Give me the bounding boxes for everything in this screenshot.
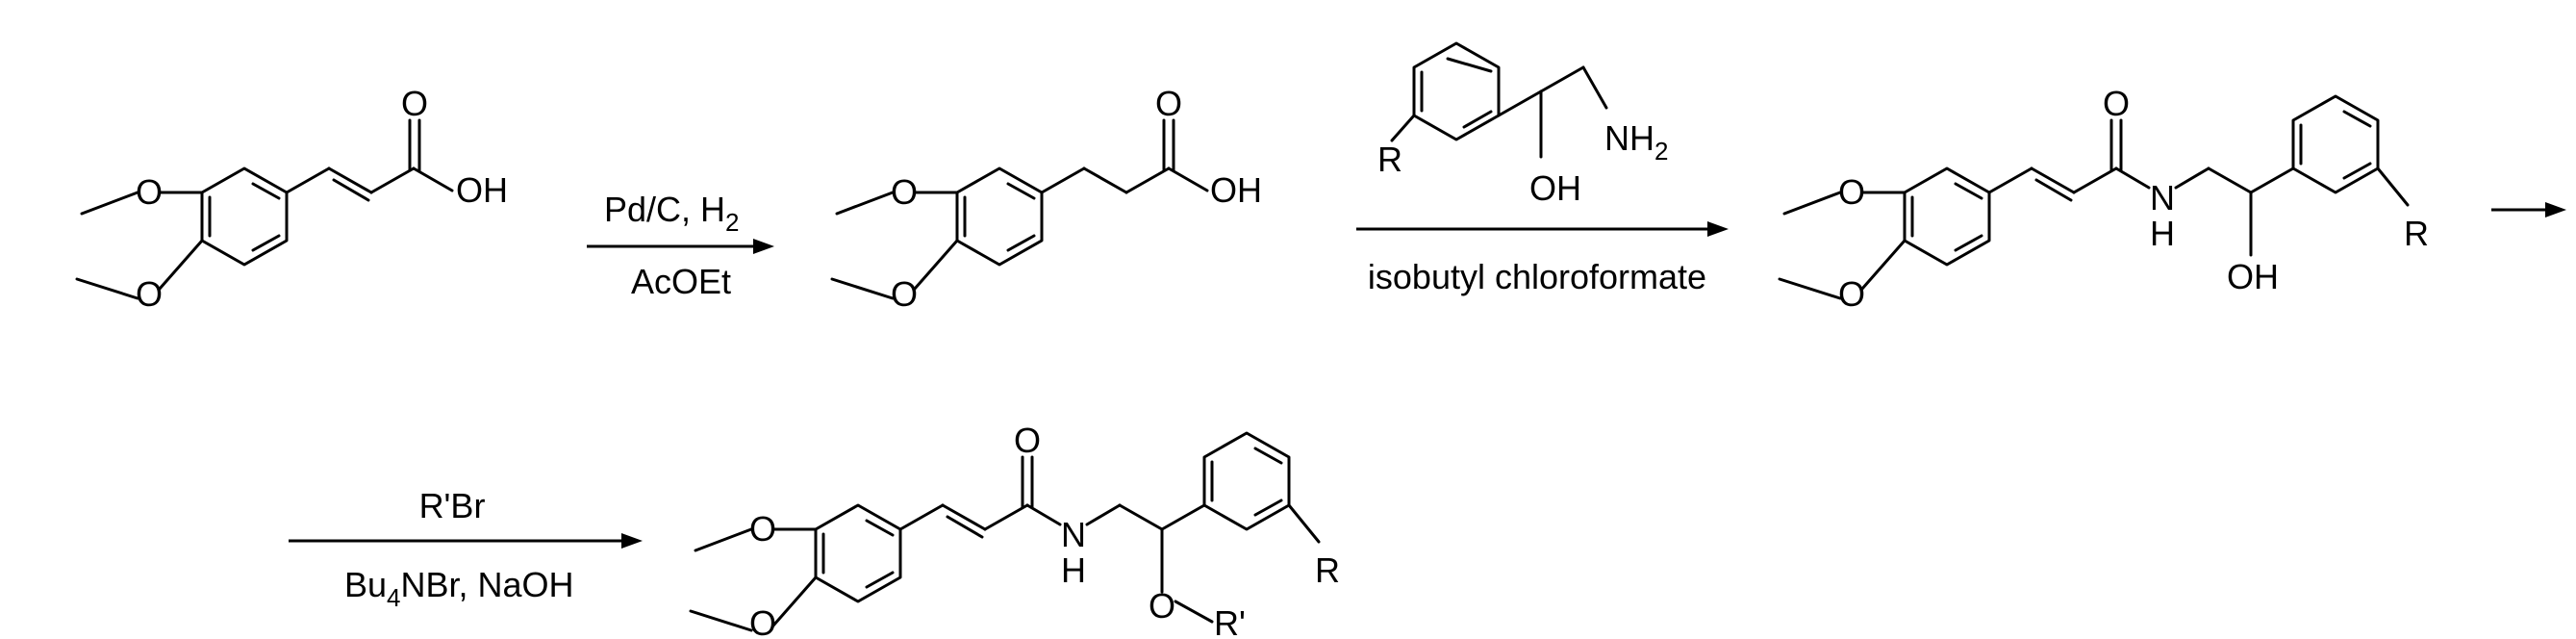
- compound4-bonds: [689, 431, 1321, 632]
- aminoethanol-hydroxyl: OH: [1529, 168, 1581, 208]
- compound3-methoxy-oxygen-3: O: [1838, 172, 1865, 212]
- reagent-pd-c-h2: Pd/C, H2: [604, 190, 740, 237]
- reagent-aminophenylethanol: R OH NH2: [1377, 41, 1668, 208]
- compound3-carbonyl-oxygen: O: [2103, 84, 2130, 123]
- aminoethanol-amine: NH2: [1604, 118, 1668, 166]
- compound1-bonds: [75, 118, 454, 300]
- compound-dimethoxyphenylpropanoic-acid: O OH O O: [830, 84, 1262, 314]
- reagent-acoet: AcOEt: [631, 262, 731, 301]
- compound4-amide-n: N: [1061, 515, 1086, 554]
- compound3-amide-n: N: [2150, 178, 2175, 217]
- compound4-r-substituent: R: [1315, 550, 1340, 590]
- compound1-hydroxyl: OH: [456, 170, 508, 210]
- compound3-bonds: [1778, 94, 2410, 300]
- compound1-carbonyl-oxygen: O: [401, 84, 428, 123]
- compound2-methoxy-oxygen-4: O: [891, 274, 918, 314]
- compound1-methoxy-oxygen-4: O: [136, 274, 163, 314]
- compound2-carbonyl-oxygen: O: [1155, 84, 1182, 123]
- reagent-r-prime-br: R'Br: [419, 486, 486, 525]
- compound2-methoxy-oxygen-3: O: [891, 172, 918, 212]
- compound-o-alkylated-product: O N H O R' R O O: [689, 421, 1340, 639]
- compound2-bonds: [830, 118, 1209, 300]
- reaction-arrow-2: [1356, 221, 1729, 237]
- compound-cinnamamide-intermediate: O N H OH R O O: [1778, 84, 2429, 314]
- compound3-amide-h: H: [2150, 214, 2175, 253]
- reaction-arrow-4: [289, 533, 643, 549]
- compound4-carbonyl-oxygen: O: [1014, 421, 1041, 460]
- compound3-hydroxyl: OH: [2227, 257, 2279, 296]
- compound4-r-prime-substituent: R': [1214, 603, 1246, 639]
- compound1-methoxy-oxygen-3: O: [136, 172, 163, 212]
- compound2-hydroxyl: OH: [1210, 170, 1262, 210]
- reagent-bu4nbr-naoh: Bu4NBr, NaOH: [344, 565, 574, 612]
- compound4-methoxy-oxygen-4: O: [749, 603, 776, 639]
- reaction-arrow-1: [587, 239, 774, 254]
- aminoethanol-bonds: [1390, 41, 1608, 159]
- compound4-methoxy-oxygen-3: O: [749, 509, 776, 549]
- compound3-r-substituent: R: [2404, 214, 2429, 253]
- reagent-isobutyl-chloroformate: isobutyl chloroformate: [1368, 257, 1706, 296]
- compound3-methoxy-oxygen-4: O: [1838, 274, 1865, 314]
- compound-dimethoxycinnamic-acid: O OH O O: [75, 84, 508, 314]
- compound4-ether-oxygen: O: [1149, 586, 1175, 626]
- reaction-arrow-3: [2491, 202, 2566, 217]
- aminoethanol-r-substituent: R: [1377, 140, 1402, 179]
- compound4-amide-h: H: [1061, 550, 1086, 590]
